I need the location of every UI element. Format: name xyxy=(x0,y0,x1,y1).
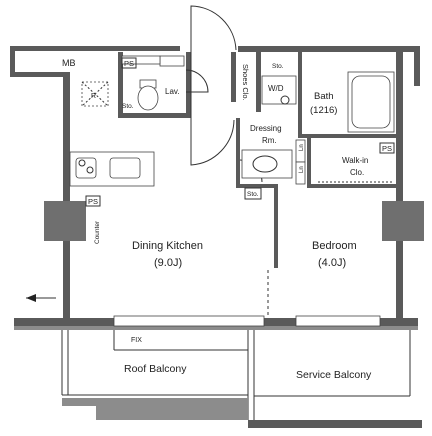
roof-balcony-label: Roof Balcony xyxy=(124,363,187,375)
service-balcony-label: Service Balcony xyxy=(296,369,372,381)
ln-label-2: Ln xyxy=(299,166,305,173)
walkin-clo-label: Clo. xyxy=(350,168,364,177)
entrance-door xyxy=(190,5,237,166)
bath-size-label: (1216) xyxy=(310,105,337,116)
counter-label: Counter xyxy=(94,220,101,244)
column-right xyxy=(382,201,424,241)
mb-label: MB xyxy=(62,58,76,68)
lav-sink xyxy=(159,55,185,67)
wd-label: W/D xyxy=(268,84,284,93)
r-label: R xyxy=(91,93,96,100)
kitchen-counter xyxy=(69,151,155,187)
north-arrow-icon xyxy=(26,294,56,302)
dressing-sink xyxy=(241,149,293,179)
dressing-label: Dressing xyxy=(250,124,282,133)
drain-icon xyxy=(280,95,290,105)
interior-walls xyxy=(118,52,396,268)
lav-door-swing xyxy=(185,69,209,93)
dining-kitchen-label: Dining Kitchen xyxy=(132,240,203,252)
bath-label: Bath xyxy=(314,91,334,102)
windows-bottom xyxy=(113,315,381,327)
lav-label: Lav. xyxy=(165,87,180,96)
ps-lav-label: PS xyxy=(124,59,134,68)
sto-lav-label: Sto. xyxy=(122,103,134,110)
sto-top-label: Sto. xyxy=(272,63,284,70)
walkin-label: Walk-in xyxy=(342,156,368,165)
bedroom-size-label: (4.0J) xyxy=(318,257,346,269)
balcony xyxy=(61,330,422,428)
linen-shelf-2 xyxy=(295,161,306,185)
shoes-label: Shoes Clo. xyxy=(241,64,250,101)
column-left xyxy=(44,201,86,241)
ps-kitchen-label: PS xyxy=(88,197,98,206)
fix-label: FIX xyxy=(131,337,142,344)
dining-size-label: (9.0J) xyxy=(154,257,182,269)
sto-mid-label: Sto. xyxy=(247,191,259,198)
dressing-rm-label: Rm. xyxy=(262,136,277,145)
bedroom-label: Bedroom xyxy=(312,240,357,252)
ln-label-1: Ln xyxy=(299,144,305,151)
bathtub xyxy=(347,71,395,133)
dressing-basin xyxy=(252,155,278,173)
r-shaft xyxy=(81,81,109,107)
ps-walkin-label: PS xyxy=(382,144,392,153)
washer-area xyxy=(261,75,297,105)
toilet xyxy=(137,79,159,111)
